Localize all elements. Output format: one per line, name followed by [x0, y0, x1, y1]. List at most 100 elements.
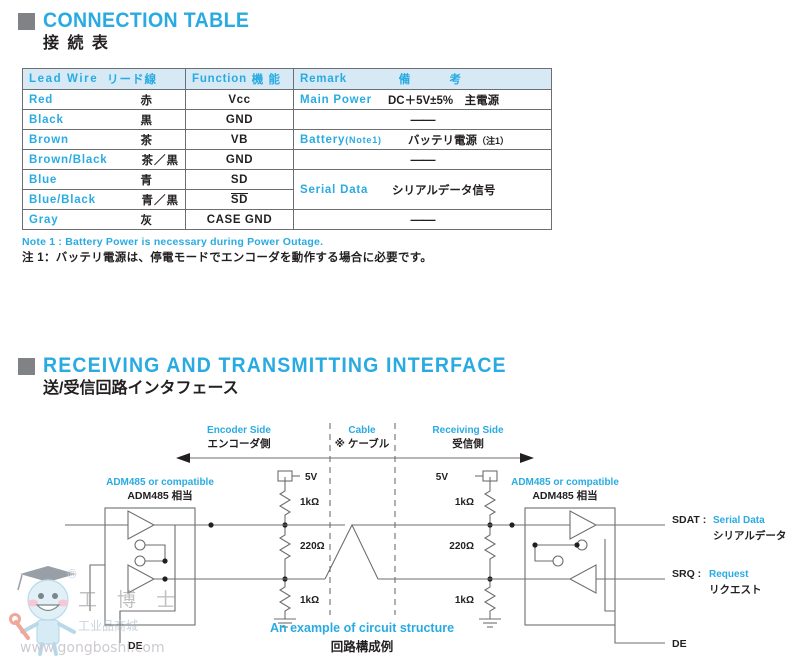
column-header-remark-en: Remark: [300, 73, 347, 85]
signal-label-de-left: DE: [128, 640, 143, 652]
signal-label-sdat-en: Serial Data: [713, 515, 765, 526]
table-row: Gray 灰 CASE GND ——: [22, 209, 552, 230]
resistor-label-right-1: 1kΩ: [455, 497, 474, 508]
wire-right-de-path: [614, 625, 665, 644]
junction-right-internal: [532, 542, 538, 548]
cell-function: GND: [185, 149, 294, 170]
remark-jp: DC＋5V±5% 主電源: [388, 94, 500, 107]
heading-square-marker-icon: [18, 13, 35, 30]
section-title-english: CONNECTION TABLE: [43, 9, 250, 32]
cell-function: Vcc: [185, 89, 294, 110]
wire-cable-twist: [324, 523, 470, 580]
section-title-japanese: 接 続 表: [43, 35, 110, 52]
remark-jp-note-ref: （注1）: [477, 135, 510, 146]
signal-label-de-right: DE: [672, 638, 687, 650]
column-header-lead-wire: Lead Wire リード線: [22, 68, 186, 90]
column-header-remark: Remark 備 考: [293, 68, 552, 90]
circuit-diagram: Encoder Side エンコーダ側 Cable ※ ケーブル Receivi…: [65, 423, 786, 654]
section-heading-connection-table: CONNECTION TABLE 接 続 表: [18, 10, 265, 52]
signal-label-srq-name: SRQ :: [672, 568, 701, 580]
cell-remark: ——: [293, 149, 552, 170]
column-header-function-en: Function: [192, 73, 247, 85]
heading-square-marker-icon: [18, 358, 35, 375]
cell-lead-wire: Blue 青: [22, 169, 186, 190]
cell-function: VB: [185, 129, 294, 150]
zone-label-cable-en: Cable: [348, 425, 376, 436]
wire-left-en-path: [89, 564, 105, 611]
note-english: Note 1 : Battery Power is necessary duri…: [22, 236, 324, 248]
lead-wire-jp: 灰: [140, 214, 153, 227]
column-header-remark-jp: 備 考: [398, 74, 479, 86]
cell-function: CASE GND: [185, 209, 294, 230]
cell-function: SD: [185, 189, 294, 210]
function-sd-inverted: SD: [230, 192, 249, 206]
column-header-function-jp: 機 能: [251, 74, 281, 86]
remark-note-ref: (Note1): [345, 134, 382, 145]
zone-label-receiving-en: Receiving Side: [432, 425, 504, 436]
cell-remark-serial-data: Serial Data シリアルデータ信号: [293, 169, 552, 210]
resistor-label-right-2: 220Ω: [449, 541, 474, 552]
junction-left-out-bottom: [162, 576, 168, 582]
lead-wire-jp: 茶／黒: [141, 154, 179, 167]
bubble-left-bottom: [134, 555, 146, 567]
signal-label-sdat-jp: シリアルデータ: [713, 529, 786, 542]
junction-left-internal: [162, 558, 168, 564]
bias-network-left: 5V 1kΩ 220Ω 1kΩ: [274, 470, 325, 628]
chip-label-right-en: ADM485 or compatible: [511, 477, 619, 488]
cell-function: GND: [185, 109, 294, 130]
remark-jp-group: バッテリ電源（注1）: [408, 132, 509, 148]
column-header-lead-wire-jp: リード線: [107, 74, 157, 86]
cell-lead-wire: Blue/Black 青／黒: [22, 189, 186, 210]
section-heading-interface: RECEIVING AND TRANSMITTING INTERFACE 送/受…: [18, 355, 542, 397]
junction-right-in-bottom: [574, 542, 580, 548]
table-row: Brown/Black 茶／黒 GND ——: [22, 149, 552, 170]
lead-wire-en: Red: [29, 93, 54, 106]
note-japanese: 注 1：バッテリ電源は、停電モードでエンコーダを動作する場合に必要です。: [22, 252, 433, 265]
table-row: Red 赤 Vcc Main Power DC＋5V±5% 主電源: [22, 89, 552, 110]
remark-jp: シリアルデータ信号: [392, 184, 496, 197]
signal-label-srq-en: Request: [709, 569, 749, 580]
receiver-left-bottom: [127, 564, 156, 594]
resistor-label-left-2: 220Ω: [300, 541, 325, 552]
supply-label-right: 5V: [436, 472, 449, 483]
signal-label-srq-jp: リクエスト: [709, 584, 762, 596]
zone-label-receiving-jp: 受信側: [452, 437, 484, 450]
cell-remark: Main Power DC＋5V±5% 主電源: [293, 89, 552, 110]
chip-body-left: [104, 507, 196, 626]
zone-span-arrow: [176, 453, 534, 463]
table-header-row: Lead Wire リード線 Function 機 能 Remark 備 考: [22, 68, 552, 90]
column-header-lead-wire-en: Lead Wire: [29, 73, 99, 85]
lead-wire-en: Black: [29, 113, 64, 126]
lead-wire-en: Brown/Black: [29, 153, 108, 166]
cell-remark: ——: [293, 109, 552, 130]
table-row: Brown 茶 VB Battery(Note1) バッテリ電源（注1）: [22, 129, 552, 150]
remark-en-group: Battery(Note1): [300, 134, 408, 146]
cell-function: SD: [185, 169, 294, 190]
diagram-caption-jp: 回路構成例: [331, 639, 394, 654]
bubble-right-bottom: [552, 555, 564, 567]
section-title-japanese: 送/受信回路インタフェース: [43, 380, 239, 397]
zone-label-encoder-jp: エンコーダ側: [208, 437, 271, 450]
chip-label-right-jp: ADM485 相当: [532, 489, 597, 502]
lead-wire-en: Brown: [29, 133, 69, 146]
cell-lead-wire: Black 黒: [22, 109, 186, 130]
lead-wire-en: Gray: [29, 213, 59, 226]
lead-wire-jp: 青: [140, 174, 153, 187]
connection-table: Lead Wire リード線 Function 機 能 Remark 備 考: [22, 68, 552, 230]
receiver-right-top: [569, 510, 598, 540]
cell-lead-wire: Red 赤: [22, 89, 186, 110]
cell-lead-wire: Brown 茶: [22, 129, 186, 150]
lead-wire-en: Blue/Black: [29, 193, 96, 206]
chip-body-right: [524, 507, 616, 626]
column-header-function: Function 機 能: [185, 68, 294, 90]
diagram-caption-en: An example of circuit structure: [270, 621, 454, 635]
section-title-english: RECEIVING AND TRANSMITTING INTERFACE: [43, 354, 507, 377]
note-block: Note 1 : Battery Power is necessary duri…: [22, 234, 432, 268]
bias-network-right: 5V 1kΩ 220Ω 1kΩ: [436, 470, 501, 628]
remark-jp: バッテリ電源: [408, 134, 477, 147]
supply-label-left: 5V: [305, 472, 318, 483]
lead-wire-en: Blue: [29, 173, 58, 186]
lead-wire-jp: 黒: [140, 114, 153, 127]
resistor-label-left-3: 1kΩ: [300, 595, 319, 606]
cell-remark: Battery(Note1) バッテリ電源（注1）: [293, 129, 552, 150]
